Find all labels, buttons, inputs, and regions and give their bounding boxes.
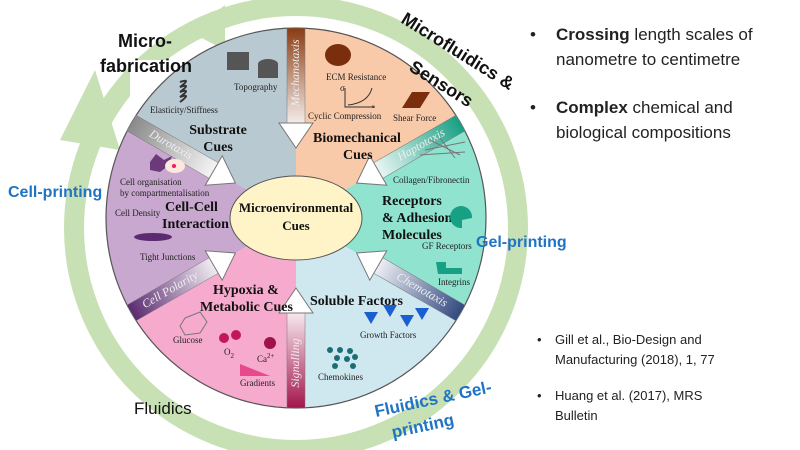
sector-title: Molecules [382,228,442,243]
ring-arrowhead-icon [60,70,120,150]
sector-substrate [131,28,296,218]
ecm-icon [325,44,351,66]
shear-force-label: Shear Force [393,113,436,123]
sector-title: Substrate [189,123,247,138]
gf-receptors-label: GF Receptors [422,241,472,251]
cyclic-compression-label: Cyclic Compression [308,111,382,121]
svg-text:•: • [537,332,542,347]
oxygen-molecule-icon [219,330,241,343]
references-list: • Gill et al., Bio-Design and Manufactur… [537,332,715,423]
reference-item: Gill et al., Bio-Design and [555,332,702,347]
sector-title: Biomechanical [313,131,401,146]
microfabrication-label: Micro- [118,31,172,51]
o2-label: O2 [224,347,235,360]
sector-biomechanical [296,28,461,218]
arrowhead-icon [204,154,237,186]
reference-item: Huang et al. (2017), MRS [555,388,703,403]
spring-icon [179,79,187,103]
ecm-resistance-label: ECM Resistance [326,72,386,82]
center-node: Microenvironmental Cues [229,175,363,261]
cellcell-sector: Cell organisation by compartmentalisatio… [115,154,229,262]
collagen-label: Collagen/Fibronectin [393,175,470,185]
center-label: Microenvironmental [239,200,354,215]
arrowhead-icon [204,250,237,282]
arrowhead-icon [355,250,388,282]
integrin-icon [436,262,462,274]
substrate-sector: Topography Elasticity/Stiffness Substrat… [150,52,278,155]
graph-axis-label: ε [372,104,375,110]
hypoxia-sector: Hypoxia & Metabolic Cues Glucose O2 Ca2+… [173,283,293,388]
calcium-icon [264,337,276,349]
topography-label: Topography [234,82,278,92]
bullet-item: •Complex chemical and [530,98,733,117]
glucose-label: Glucose [173,335,203,345]
arrowhead-icon [278,122,314,149]
sector-title: & Adhesion [382,211,453,226]
elasticity-label: Elasticity/Stiffness [150,105,218,115]
cell-density-label: Cell Density [115,208,161,218]
bullet-item-continuation: biological compositions [556,123,731,142]
sector-title: Cues [343,148,373,163]
receptors-sector: Collagen/Fibronectin Receptors & Adhesio… [382,137,473,287]
svg-text:•: • [537,388,542,403]
sector-title: Cues [203,140,233,155]
chemokines-label: Chemokines [318,372,363,382]
sector-title: Interaction [162,217,229,232]
reference-item: Manufacturing (2018), 1, 77 [555,352,715,367]
ring-arrowhead-icon [190,5,225,50]
sector-title: Metabolic Cues [200,300,293,315]
center-label: Cues [282,218,309,233]
sector-title: Hypoxia & [213,283,279,298]
cell-printing-label: Cell-printing [8,184,102,201]
gradients-label: Gradients [240,378,275,388]
cell-organisation-label: Cell organisation [120,177,182,187]
gel-printing-label: Gel-printing [476,234,567,251]
chemokine-icon [327,347,358,369]
shear-force-icon [402,92,430,108]
graph-axis-label: σ [340,83,345,93]
stress-strain-graph-icon [344,87,375,108]
sector-title: Receptors [382,194,442,209]
key-points-list: •Crossing length scales of nanometre to … [530,25,753,142]
process-cycle-ring [60,0,528,450]
integrins-label: Integrins [438,277,470,287]
taxis-label: Signalling [288,338,302,387]
growth-factors-label: Growth Factors [360,330,417,340]
reference-item: Bulletin [555,408,598,423]
growth-factor-icon [364,305,429,327]
arrowhead-icon [355,154,388,186]
collagen-fiber-icon [419,137,466,159]
microfabrication-label: fabrication [100,56,192,76]
tight-junction-icon [134,233,172,241]
sector-hypoxia [131,218,296,408]
arrowhead-icon [278,287,314,314]
gf-receptor-icon [450,206,473,229]
glucose-icon [179,311,208,336]
sector-title: Soluble Factors [310,294,403,309]
cube-icon [227,52,249,70]
soluble-sector: Soluble Factors Growth Factors Chemokine… [310,294,429,382]
cell-icon [150,154,172,172]
taxis-arrow: Signalling [278,287,314,409]
tight-junctions-label: Tight Junctions [140,252,196,262]
taxis-arrow: Mechanotaxis [278,27,314,149]
sector-title: Cell-Cell [165,200,218,215]
calcium-label: Ca2+ [257,352,275,364]
biomechanical-sector: ECM Resistance σ ε Cyclic Compression Sh… [308,44,436,163]
taxis-label: Mechanotaxis [288,39,302,108]
cell-organisation-label: by compartmentalisation [120,188,210,198]
bullet-item: •Crossing length scales of [530,25,753,44]
gradient-icon [240,364,270,376]
bullet-item-continuation: nanometre to centimetre [556,50,740,69]
fluidics-label: Fluidics [134,399,192,418]
